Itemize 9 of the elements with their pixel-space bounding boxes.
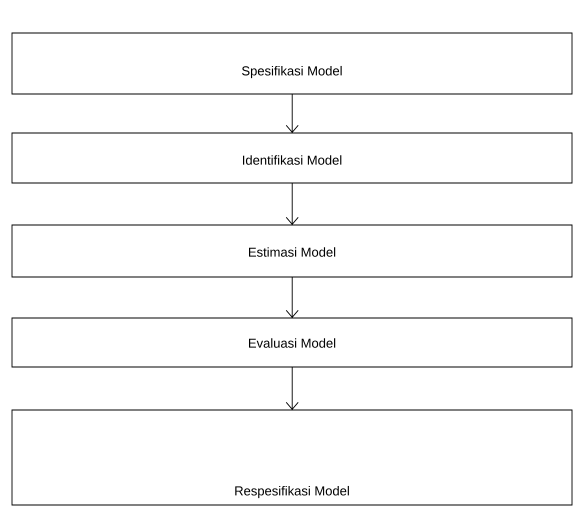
process-box: Estimasi Model [12, 224, 572, 278]
process-box: Respesifikasi Model [12, 410, 572, 506]
arrow [286, 366, 299, 410]
arrow [286, 276, 299, 318]
arrow [286, 94, 299, 133]
process-box: Identifikasi Model [12, 132, 572, 184]
arrow [286, 182, 299, 225]
process-box: Spesifikasi Model [12, 32, 572, 94]
process-box: Evaluasi Model [12, 318, 572, 368]
